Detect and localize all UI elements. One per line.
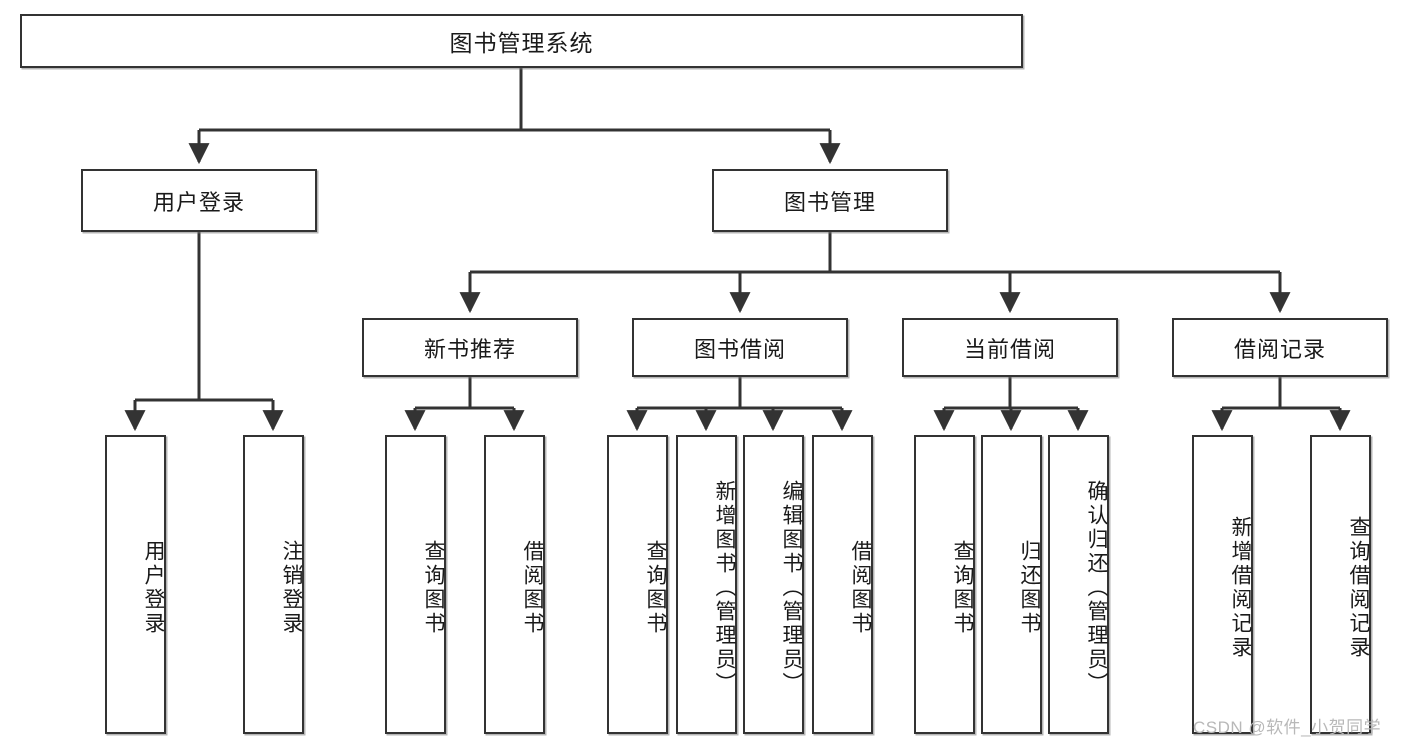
leaf-new-book-borrow[interactable]: 借阅图书: [484, 435, 545, 734]
node-new-book-recommend[interactable]: 新书推荐: [362, 318, 578, 377]
leaf-book-borrow-add[interactable]: 新增图书（管理员）: [676, 435, 737, 734]
leaf-book-borrow-query[interactable]: 查询图书: [607, 435, 668, 734]
node-book-management[interactable]: 图书管理: [712, 169, 948, 232]
leaf-current-borrow-query[interactable]: 查询图书: [914, 435, 975, 734]
node-current-borrow[interactable]: 当前借阅: [902, 318, 1118, 377]
node-book-borrow[interactable]: 图书借阅: [632, 318, 848, 377]
node-borrow-record[interactable]: 借阅记录: [1172, 318, 1388, 377]
leaf-current-borrow-return[interactable]: 归还图书: [981, 435, 1042, 734]
leaf-book-borrow-edit[interactable]: 编辑图书（管理员）: [743, 435, 804, 734]
leaf-user-login-signout[interactable]: 注销登录: [243, 435, 304, 734]
csdn-watermark: CSDN @软件_小贺同学: [1193, 718, 1382, 737]
leaf-borrow-record-add[interactable]: 新增借阅记录: [1192, 435, 1253, 734]
leaf-new-book-query[interactable]: 查询图书: [385, 435, 446, 734]
node-user-login[interactable]: 用户登录: [81, 169, 317, 232]
leaf-user-login-signin[interactable]: 用户登录: [105, 435, 166, 734]
node-root-system[interactable]: 图书管理系统: [20, 14, 1023, 68]
leaf-book-borrow-borrow[interactable]: 借阅图书: [812, 435, 873, 734]
leaf-borrow-record-query[interactable]: 查询借阅记录: [1310, 435, 1371, 734]
leaf-current-borrow-confirm-return[interactable]: 确认归还（管理员）: [1048, 435, 1109, 734]
